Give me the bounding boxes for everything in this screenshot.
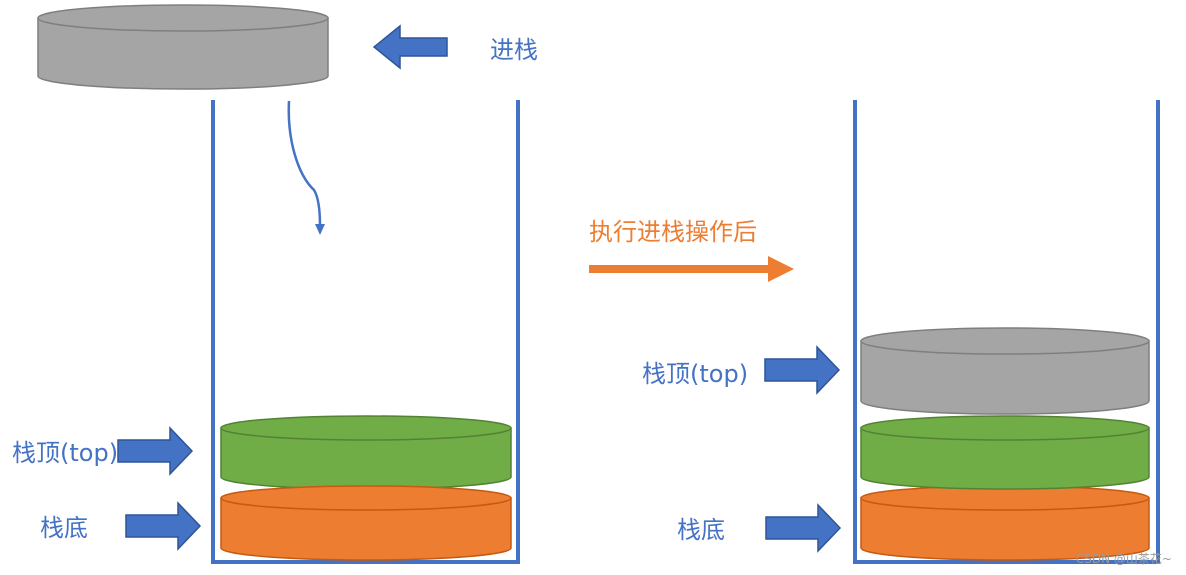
left-stack-container: [211, 100, 520, 564]
transition-arrow-icon: [589, 256, 794, 282]
right-stack-container: [853, 100, 1160, 564]
right-disk-orange: [860, 485, 1150, 561]
left-top-arrow-icon: [117, 426, 194, 476]
left-top-label: 栈顶(top): [12, 439, 118, 467]
right-disk-gray: [860, 327, 1150, 415]
watermark: CSDN @山茶花~: [1076, 551, 1172, 566]
right-top-label: 栈顶(top): [642, 360, 748, 388]
left-bottom-arrow-icon: [125, 501, 202, 551]
right-disk-green: [860, 415, 1150, 490]
left-disk-orange: [220, 485, 512, 561]
push-label: 进栈: [490, 36, 538, 64]
left-bottom-label: 栈底: [40, 514, 88, 542]
push-arrow-icon: [372, 24, 448, 70]
right-bottom-label: 栈底: [677, 516, 725, 544]
right-bottom-arrow-icon: [765, 503, 842, 553]
drop-arrow-icon: [287, 100, 325, 235]
left-disk-green: [220, 415, 512, 490]
incoming-disk-gray: [37, 4, 329, 90]
right-top-arrow-icon: [764, 345, 841, 395]
after-push-label: 执行进栈操作后: [589, 218, 757, 246]
